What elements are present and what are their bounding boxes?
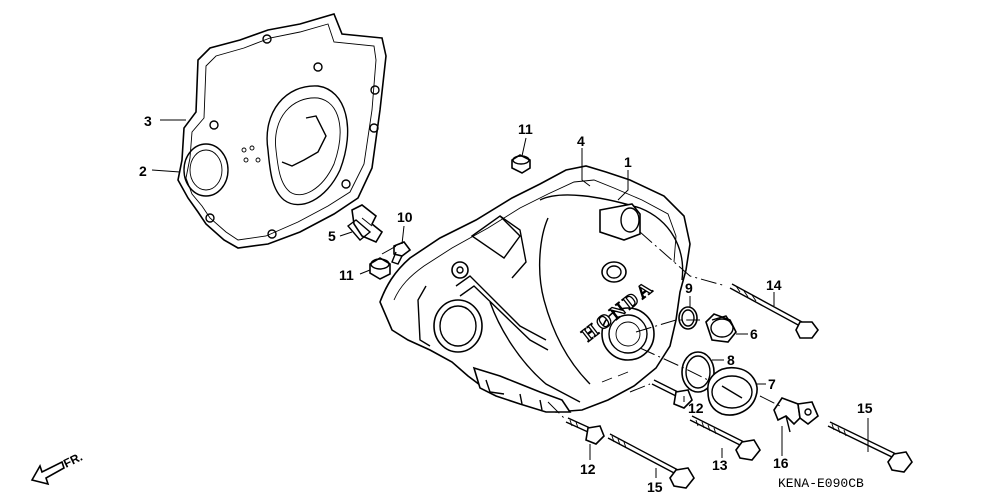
- dowel-pin-upper: [511, 154, 531, 174]
- callout-9: 9: [685, 280, 693, 296]
- bolt-12-lower: [565, 417, 605, 445]
- dowel-pin-lower: [369, 257, 391, 280]
- callout-8: 8: [727, 352, 735, 368]
- callout-14: 14: [766, 277, 782, 293]
- callout-1: 1: [624, 154, 632, 170]
- bolt-15-right: [827, 421, 913, 473]
- callout-5: 5: [328, 228, 336, 244]
- leader-lines: [151, 119, 869, 478]
- diagram-code: KENA-E090CB: [778, 476, 864, 491]
- callout-11-upper: 11: [518, 121, 533, 137]
- left-crankcase-cover: HONDA: [379, 165, 691, 413]
- callout-7: 7: [768, 376, 776, 392]
- callout-16: 16: [773, 455, 789, 471]
- bracket: [773, 397, 819, 433]
- assembly-lines: [381, 231, 781, 421]
- callout-4: 4: [577, 133, 585, 149]
- cover-gasket: [177, 13, 387, 249]
- callout-12-upper: 12: [688, 400, 704, 416]
- callout-2: 2: [139, 163, 147, 179]
- bolt-12-upper: [651, 379, 693, 409]
- callout-labels: 3 2 11 4 1 10 5 11 9 14 6 8 7 12 15 12 1…: [139, 113, 873, 495]
- callout-11-lower: 11: [339, 267, 354, 283]
- bolt-13: [689, 415, 761, 461]
- callout-15-lower: 15: [647, 479, 663, 495]
- front-label: FR.: [61, 450, 85, 471]
- cap-assembly-upper: [678, 306, 737, 343]
- callout-13: 13: [712, 457, 728, 473]
- cap-assembly-lower: [681, 351, 758, 416]
- front-direction-indicator: FR.: [30, 450, 85, 486]
- callout-15-right: 15: [857, 400, 873, 416]
- front-arrow-icon: [30, 460, 65, 486]
- clamp: [346, 204, 384, 244]
- callout-3: 3: [144, 113, 152, 129]
- callout-6: 6: [750, 326, 758, 342]
- bolt-15-lower: [607, 433, 695, 489]
- callout-12-lower: 12: [580, 461, 596, 477]
- callout-10: 10: [397, 209, 413, 225]
- bolt-14: [729, 283, 819, 339]
